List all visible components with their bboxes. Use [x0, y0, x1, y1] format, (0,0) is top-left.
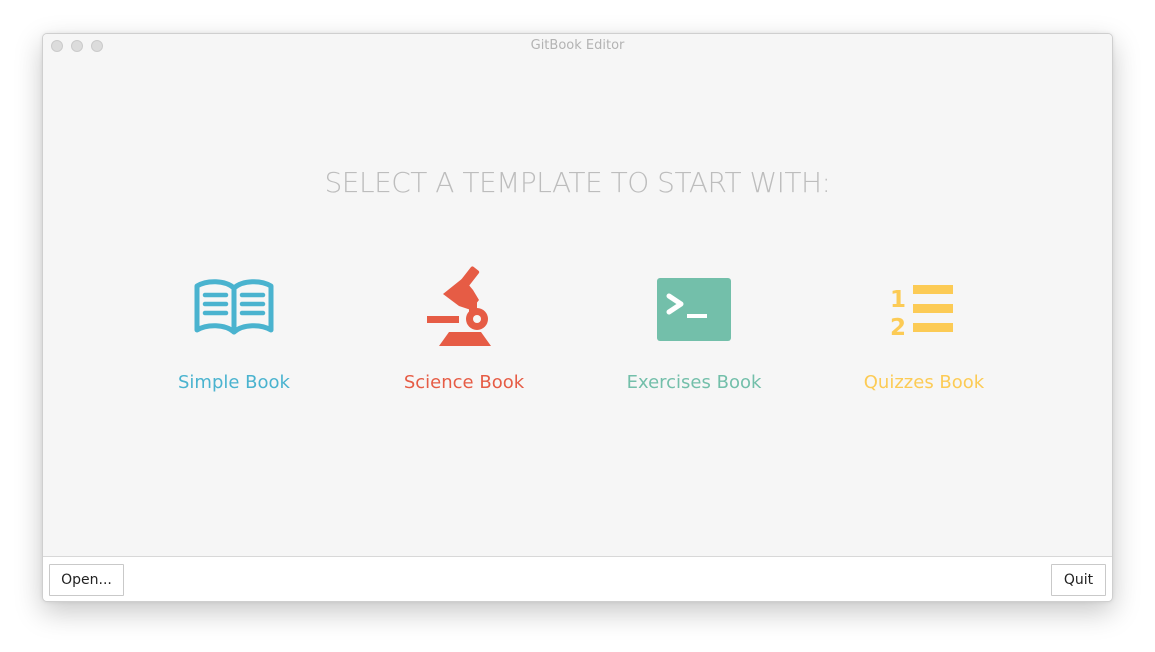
template-label: Science Book — [403, 372, 525, 393]
page-heading: SELECT A TEMPLATE TO START WITH: — [324, 166, 831, 199]
template-label: Quizzes Book — [863, 372, 985, 393]
open-button[interactable]: Open... — [49, 564, 124, 596]
template-label: Exercises Book — [626, 372, 762, 393]
template-simple-book[interactable]: Simple Book — [134, 264, 334, 393]
footer-bar: Open... Quit — [43, 556, 1112, 601]
quit-button[interactable]: Quit — [1051, 564, 1106, 596]
template-science-book[interactable]: Science Book — [364, 264, 564, 393]
microscope-icon — [427, 266, 491, 346]
minimize-window-button[interactable] — [71, 40, 83, 52]
svg-text:2: 2 — [890, 315, 906, 341]
zoom-window-button[interactable] — [91, 40, 103, 52]
template-quizzes-book[interactable]: 1 2 Quizzes Book — [824, 264, 1024, 393]
template-label: Simple Book — [178, 372, 290, 393]
svg-text:1: 1 — [890, 287, 906, 313]
window-title: GitBook Editor — [530, 38, 625, 53]
terminal-icon — [657, 278, 731, 341]
title-bar[interactable]: GitBook Editor — [43, 34, 1112, 56]
numbered-list-icon: 1 2 — [890, 285, 953, 341]
open-book-icon — [194, 279, 274, 335]
close-window-button[interactable] — [51, 40, 63, 52]
template-exercises-book[interactable]: Exercises Book — [594, 264, 794, 393]
app-window: GitBook Editor SELECT A TEMPLATE TO STAR… — [42, 33, 1113, 602]
